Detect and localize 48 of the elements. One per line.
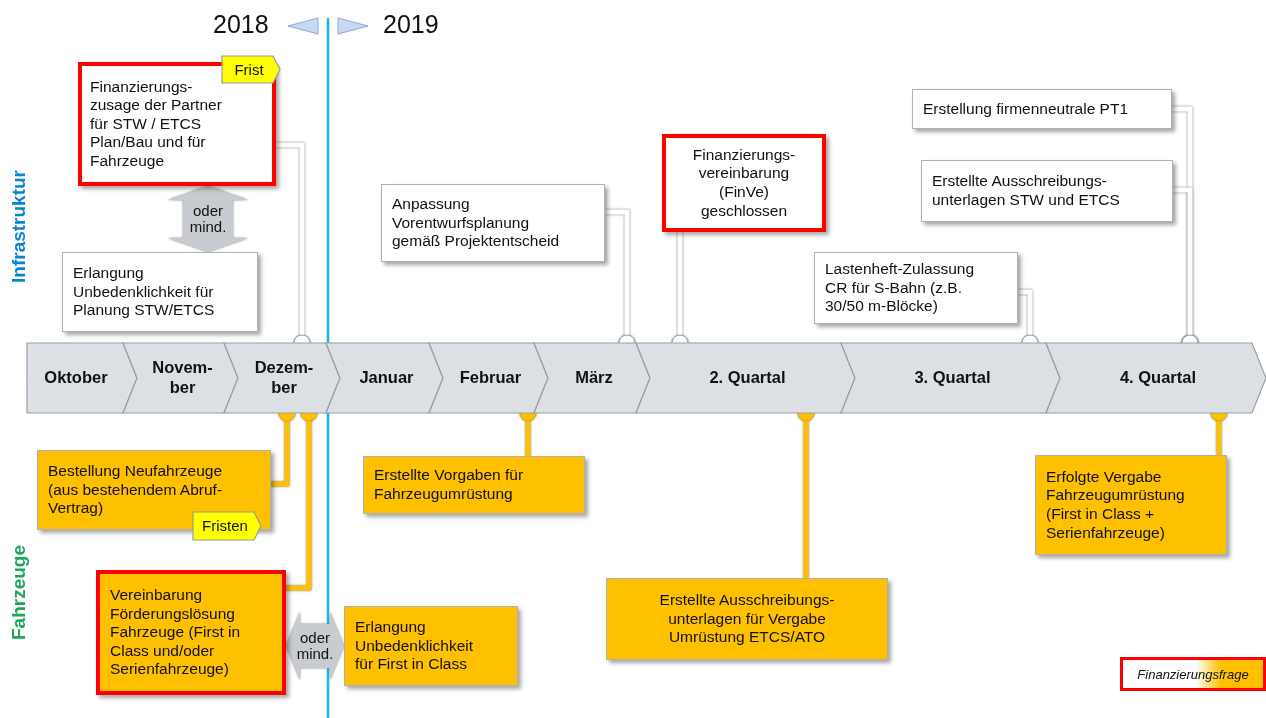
milestone-box	[96, 570, 286, 695]
double-arrow	[286, 612, 344, 680]
timeline-period	[27, 343, 137, 413]
period-label: Dezem- ber	[253, 358, 315, 398]
period-label: 4. Quartal	[1119, 368, 1197, 388]
deadline-tag	[193, 512, 261, 540]
milestone-box	[662, 134, 826, 232]
period-label: Novem- ber	[151, 358, 214, 398]
milestone-text: Finanzierungs- vereinbarung (FinVe) geschlossen	[691, 145, 797, 221]
tag-label: Frist	[234, 60, 264, 79]
milestone-box	[381, 184, 605, 262]
milestone-text: Erlangung Unbedenklichkeit für First in Class	[355, 618, 475, 674]
milestone-box	[912, 89, 1172, 129]
timeline-period	[636, 343, 855, 413]
period-label: 2. Quartal	[709, 368, 786, 388]
lane-label: Fahrzeuge	[8, 545, 30, 641]
milestone-box	[344, 606, 518, 686]
milestone-text: Anpassung Vorentwurfsplanung gemäß Projektentscheid	[392, 195, 561, 251]
milestone-box	[37, 450, 271, 530]
double-arrow	[168, 186, 248, 252]
milestone-box	[1035, 455, 1227, 555]
year-label: 2019	[383, 10, 439, 39]
period-label: Oktober	[44, 368, 108, 388]
period-label: 3. Quartal	[914, 368, 991, 388]
milestone-box	[62, 252, 258, 332]
milestone-text: Erstellte Ausschreibungs- unterlagen für Vergabe Umrüstung ETCS/ATO	[658, 591, 836, 647]
edge-label: oder mind.	[188, 203, 228, 235]
milestone-box	[363, 456, 585, 514]
milestone-box	[921, 160, 1173, 222]
year-label: 2018	[213, 10, 269, 39]
milestone-text: Vereinbarung Förderungslösung Fahrzeuge (First in Class und/oder Serienfahrzeuge)	[110, 586, 242, 679]
milestone-text: Erlangung Unbedenklichkeit für Planung STW/ETCS	[73, 264, 216, 320]
milestone-text: Erstellte Vorgaben für Fahrzeugumrüstung	[374, 466, 525, 504]
milestone-text: Finanzierungs- zusage der Partner für STW / ETCS Plan/Bau und für Fahrzeuge	[90, 77, 223, 171]
timeline-period	[1046, 343, 1266, 413]
tag-label: Fristen	[202, 517, 248, 535]
deadline-tag	[222, 56, 280, 83]
milestone-box	[606, 578, 888, 660]
timeline-period	[841, 343, 1060, 413]
milestone-text: Erstellte Ausschreibungs- unterlagen STW und ETCS	[932, 172, 1121, 210]
milestone-box	[78, 62, 276, 186]
lane-label: Infrastruktur	[8, 170, 30, 283]
milestone-text: Bestellung Neufahrzeuge (aus bestehendem Abruf- Vertrag)	[48, 462, 224, 518]
milestone-box	[814, 252, 1018, 324]
milestone-text: Lastenheft-Zulassung CR für S-Bahn (z.B. 30/50 m-Blöcke)	[825, 260, 976, 316]
milestone-text: Erfolgte Vergabe Fahrzeugumrüstung (First in Class + Serienfahrzeuge)	[1046, 467, 1186, 543]
edge-label: oder mind.	[295, 630, 335, 662]
milestone-text: Erstellung firmenneutrale PT1	[923, 99, 1129, 119]
